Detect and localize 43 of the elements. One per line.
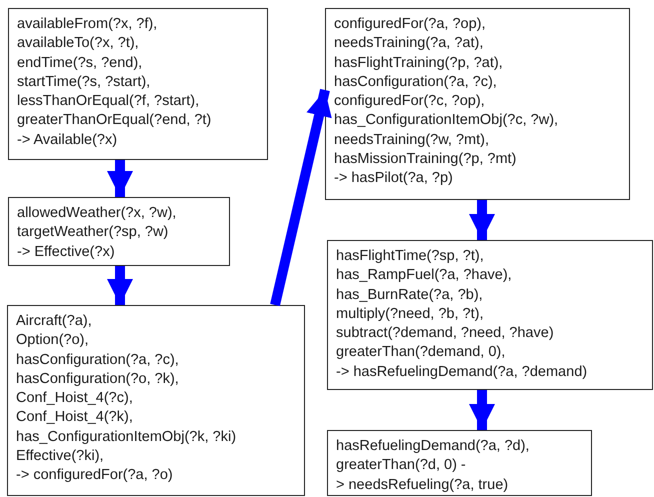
arrow: [469, 390, 495, 430]
rule-text: -> Available(?x): [17, 130, 118, 150]
rule-text: subtract(?demand, ?need, ?have): [336, 324, 555, 344]
rule-text: configuredFor(?c, ?op),: [334, 92, 486, 112]
rule-text: -> hasPilot(?a, ?p): [334, 169, 454, 188]
rule-text: allowedWeather(?x, ?w),: [17, 204, 178, 223]
rule-text: endTime(?s, ?end),: [17, 54, 144, 73]
rule-text: has_ConfigurationItemObj(?k, ?ki): [16, 428, 238, 447]
arrow: [270, 88, 332, 306]
rule-text: hasFlightTraining(?p, ?at),: [334, 54, 504, 73]
rule-text: startTime(?s, ?start),: [17, 72, 152, 92]
rule-text: has_BurnRate(?a, ?b),: [336, 286, 484, 305]
rule-text: -> Effective(?x): [17, 242, 116, 262]
rule-text: multiply(?need, ?b, ?t),: [336, 304, 484, 324]
rule-text: Effective(?ki),: [16, 447, 105, 466]
arrow: [107, 160, 133, 197]
rule-text: hasConfiguration(?o, ?k),: [16, 370, 180, 389]
rule-text: hasRefuelingDemand(?a, ?d),: [336, 437, 530, 456]
rule-text: Option(?o),: [16, 331, 90, 350]
rule-text: greaterThan(?demand, 0),: [336, 343, 506, 362]
rule-text: Conf_Hoist_4(?k),: [16, 408, 134, 428]
rule-text: has_ConfigurationItemObj(?c, ?w),: [334, 111, 560, 130]
rule-text: needsTraining(?w, ?mt),: [334, 130, 490, 150]
rule-text: configuredFor(?a, ?op),: [334, 15, 487, 34]
rule-text: has_RampFuel(?a, ?have),: [336, 266, 513, 286]
rule-text: Aircraft(?a),: [16, 312, 93, 331]
arrow: [469, 200, 495, 240]
rule-text: needsTraining(?a, ?at),: [334, 34, 484, 54]
rule-text: availableFrom(?x, ?f),: [17, 15, 158, 34]
rule-text: targetWeather(?sp, ?w): [17, 223, 170, 242]
arrow: [107, 266, 133, 305]
rule-text: greaterThanOrEqual(?end, ?t): [17, 111, 212, 130]
rule-text: greaterThan(?d, 0) -: [336, 456, 467, 476]
rule-text: hasFlightTime(?sp, ?t),: [336, 247, 485, 266]
rule-text: > needsRefueling(?a, true): [336, 476, 510, 495]
rule-text: hasConfiguration(?a, ?c),: [334, 72, 498, 92]
rule-text: lessThanOrEqual(?f, ?start),: [17, 92, 200, 112]
rule-text: Conf_Hoist_4(?c),: [16, 389, 134, 408]
rule-text: hasMissionTraining(?p, ?mt): [334, 150, 518, 170]
rule-text: hasConfiguration(?a, ?c),: [16, 350, 180, 370]
rule-text: -> configuredFor(?a, ?o): [16, 466, 174, 486]
rule-text: -> hasRefuelingDemand(?a, ?demand): [336, 362, 588, 382]
rule-text: availableTo(?x, ?t),: [17, 34, 140, 54]
